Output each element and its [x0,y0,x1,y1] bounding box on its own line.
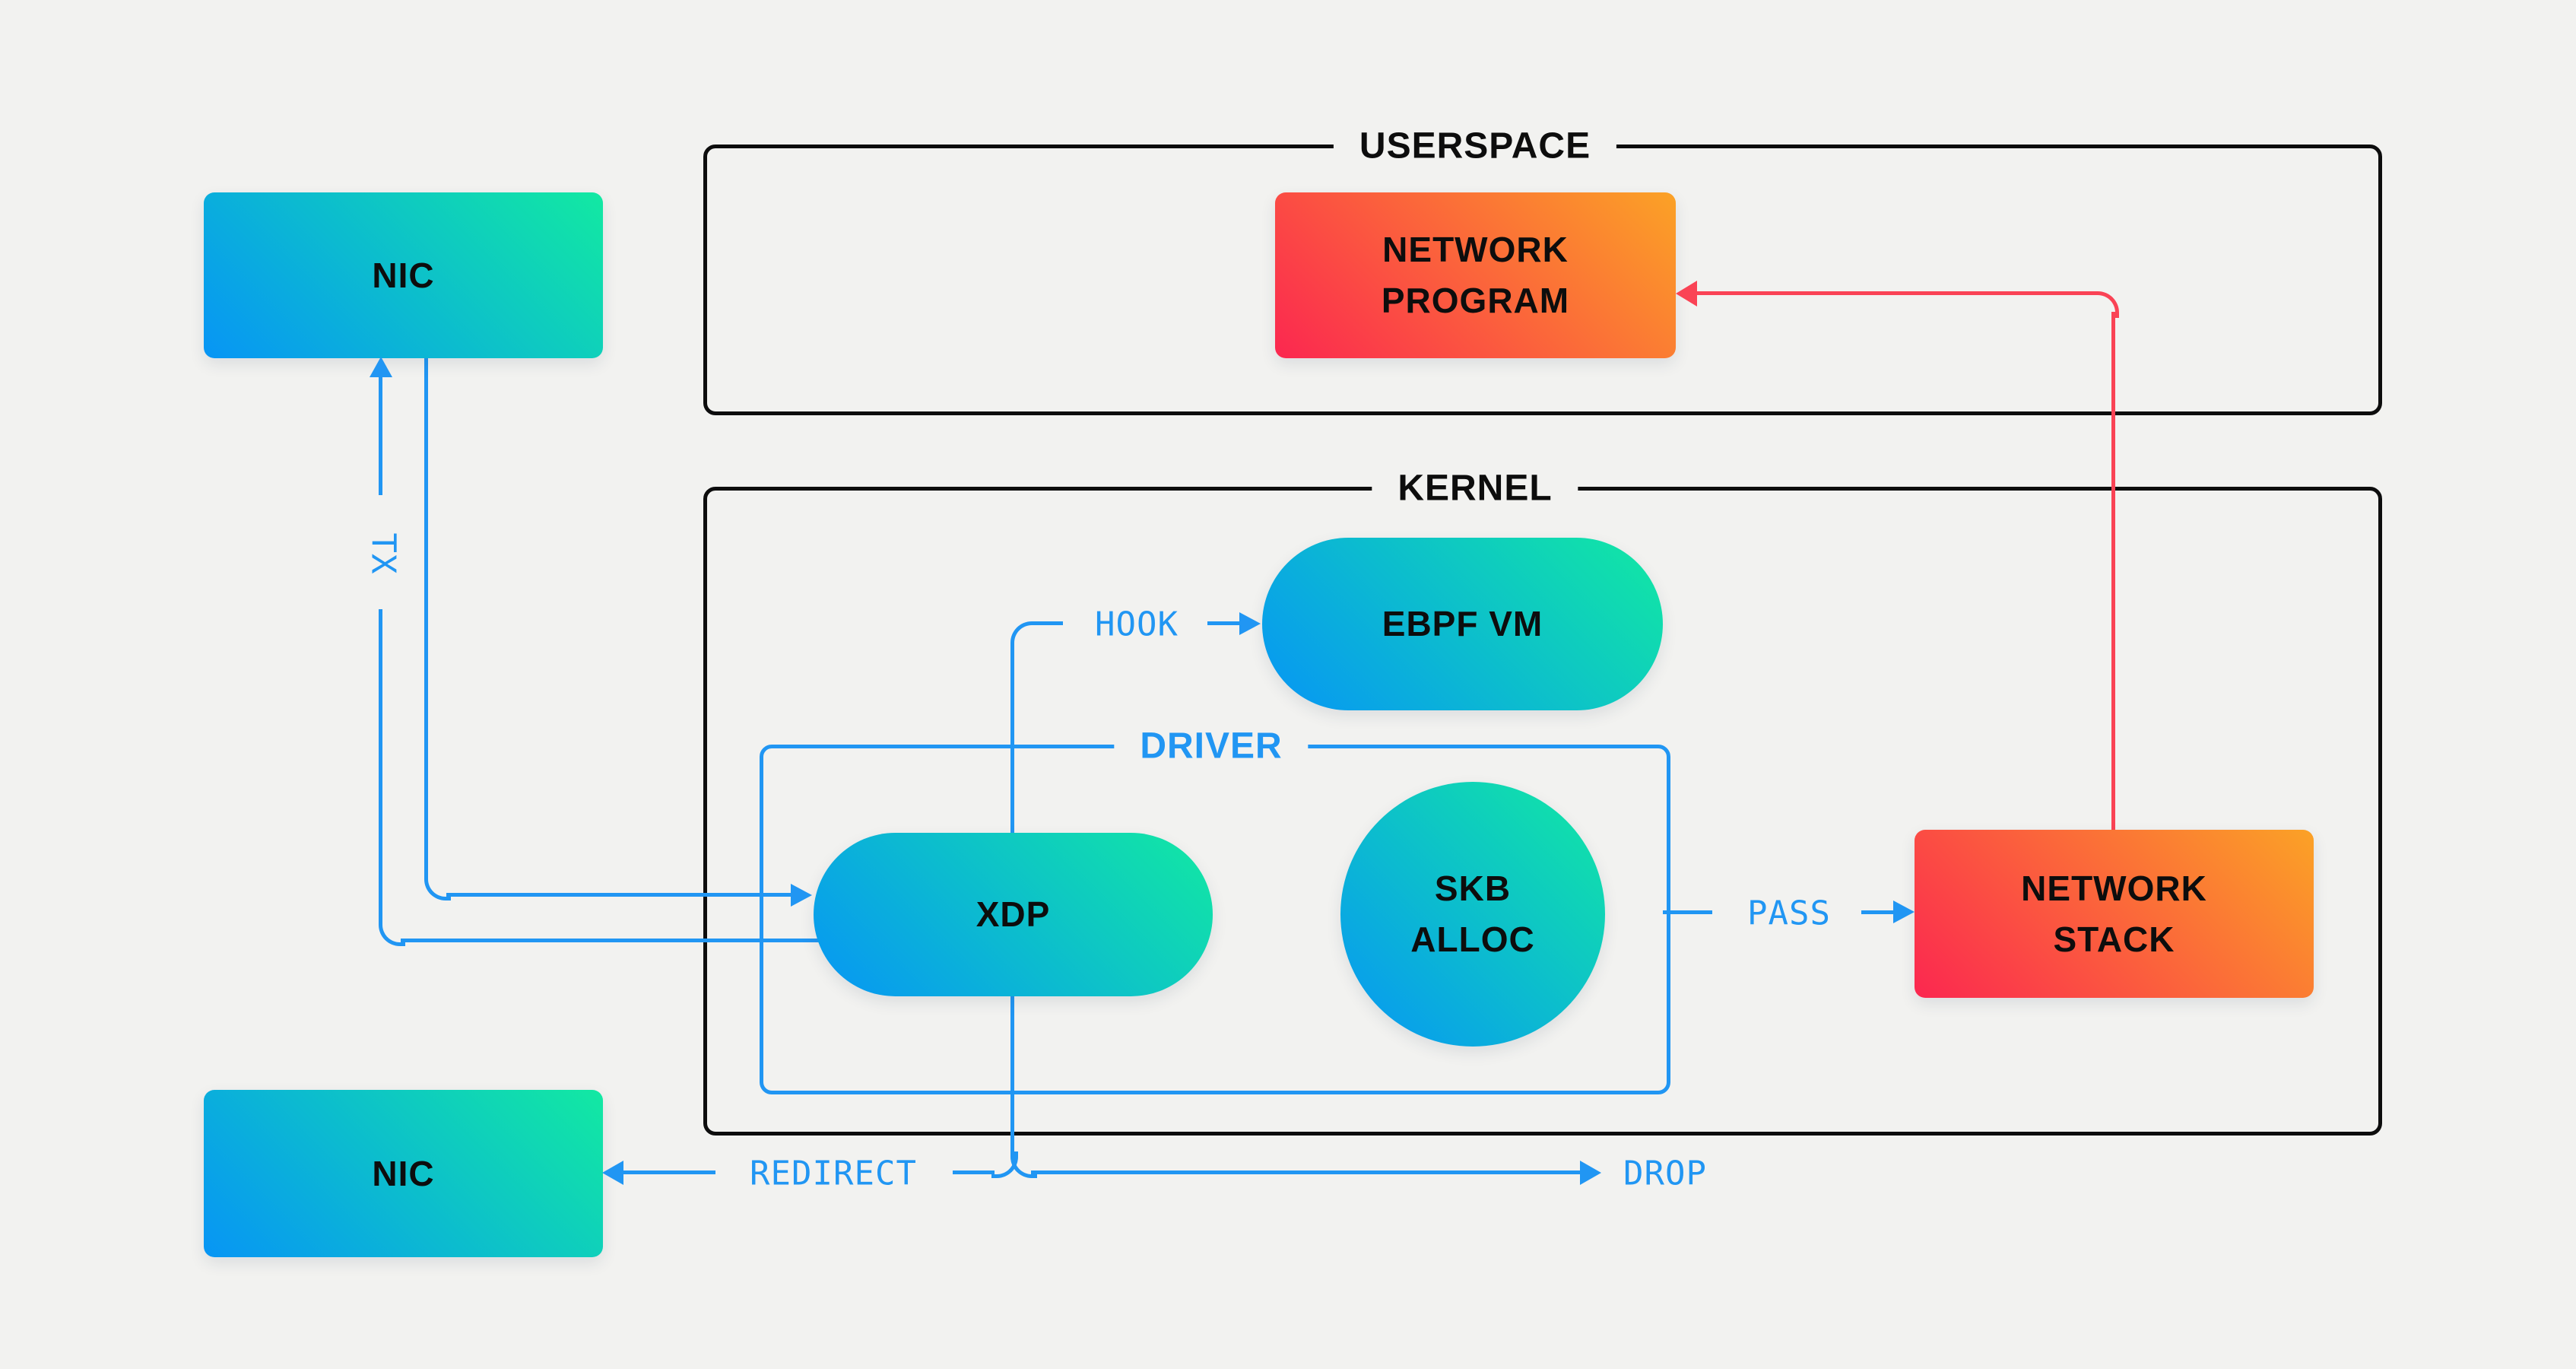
rx-line-vertical [424,358,428,876]
drop-edge-label: DROP [1623,1154,1707,1193]
rx-arrowhead-icon [791,884,812,907]
stack-to-program-line-horizontal [1696,291,2094,295]
stack-to-program-arrowhead-icon [1676,281,1697,307]
redirect-edge-label: REDIRECT [750,1154,917,1193]
redirect-arrow-segment [622,1170,715,1174]
stack-to-program-line-vertical [2111,312,2115,830]
hook-line-corner [1010,621,1037,648]
node-skb-alloc: SKB ALLOC [1340,782,1605,1047]
nic-bottom-label: NIC [372,1153,435,1193]
pass-arrowhead-icon [1893,900,1915,923]
tx-line-corner [379,920,405,946]
nic-top-label: NIC [372,255,435,295]
skb-alloc-label: SKB ALLOC [1410,869,1535,959]
network-stack-label: NETWORK STACK [2021,868,2207,959]
rx-line-corner [424,874,451,900]
tx-line-vertical-lower [379,609,382,922]
kernel-title: KERNEL [1372,464,1578,513]
hook-edge-label: HOOK [1095,605,1179,644]
drop-arrowhead-icon [1580,1161,1601,1185]
xdp-label: XDP [976,894,1051,935]
network-program-label: NETWORK PROGRAM [1381,230,1570,320]
node-nic-bottom: NIC [204,1090,603,1257]
hook-line-stub [1033,621,1063,625]
rx-line-horizontal [446,893,791,897]
node-nic-top: NIC [204,192,603,358]
tx-arrowhead-up-icon [370,357,392,377]
redirect-line-stub [953,1170,995,1174]
node-network-stack: NETWORK STACK [1915,830,2314,998]
redirect-arrowhead-icon [602,1161,623,1185]
hook-arrow-segment [1207,621,1241,625]
driver-title: DRIVER [1114,722,1309,770]
node-network-program: NETWORK PROGRAM [1275,192,1676,358]
node-xdp: XDP [814,833,1213,996]
tx-line-horizontal [401,939,821,942]
pass-line-stub [1663,910,1712,914]
tx-line-vertical-upper [379,364,382,495]
pass-edge-label: PASS [1747,894,1831,933]
userspace-title: USERSPACE [1333,122,1617,170]
branch-corner-right [1010,1151,1037,1178]
node-ebpf-vm: EBPF VM [1262,538,1663,710]
tx-edge-label: TX [363,532,403,575]
pass-arrow-segment [1861,910,1893,914]
stack-to-program-line-corner [2092,291,2119,318]
hook-arrowhead-icon [1239,612,1261,635]
ebpf-vm-label: EBPF VM [1382,604,1543,644]
drop-line [1031,1170,1580,1174]
